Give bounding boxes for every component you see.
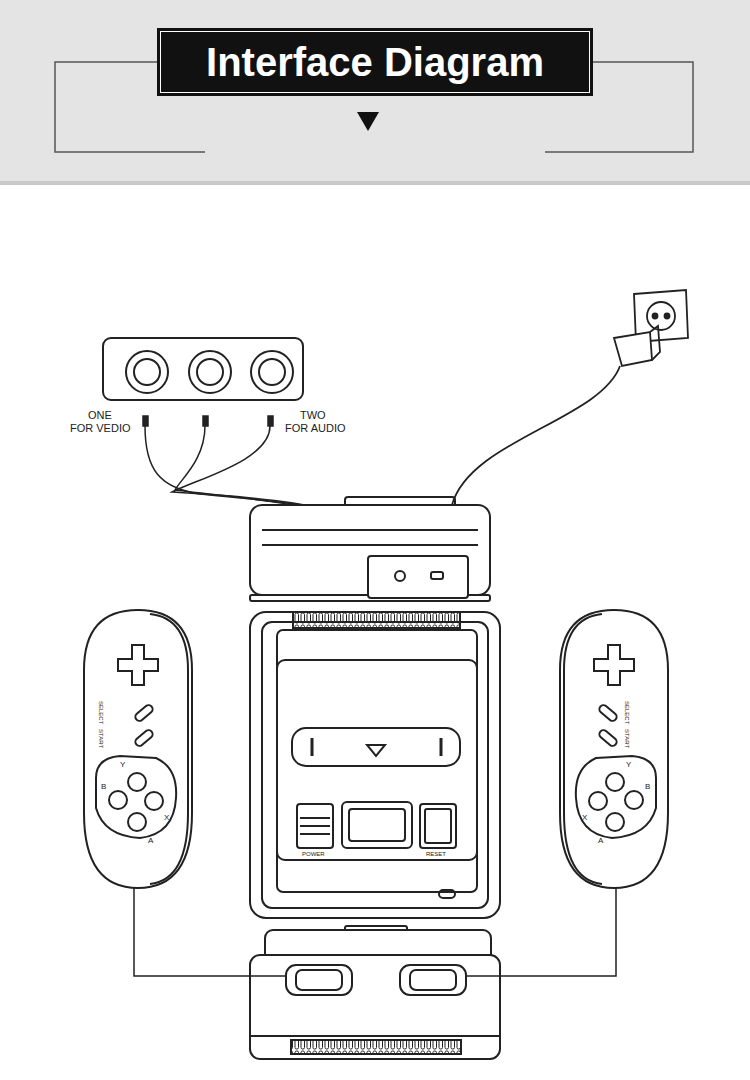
jack-label: FOR AUDIO (285, 423, 346, 434)
console-back-view (250, 497, 490, 601)
controller-outline (556, 608, 672, 890)
jack-label: FOR VEDIO (70, 423, 131, 434)
button-letter: Y (120, 761, 125, 769)
button-label: START (98, 729, 104, 748)
button-letter: A (148, 837, 153, 845)
button-label: START (624, 729, 630, 748)
game-controller: SELECT START Y B X A (556, 608, 672, 890)
console-front-view (250, 926, 500, 1059)
button-letter: B (645, 783, 650, 791)
button-label: RESET (426, 851, 446, 857)
console-top-view (250, 612, 500, 918)
button-label: SELECT (98, 701, 104, 724)
button-letter: Y (626, 761, 631, 769)
connection-arrow (134, 868, 616, 976)
down-triangle (357, 112, 379, 131)
button-letter: X (582, 814, 587, 822)
av-jack-panel (103, 338, 303, 400)
jack-label: TWO (300, 410, 326, 421)
jack-label: ONE (88, 410, 112, 421)
button-label: POWER (302, 851, 325, 857)
button-label: SELECT (624, 701, 630, 724)
header-band (0, 0, 750, 183)
game-controller: SELECT START Y B X A (80, 608, 196, 890)
title: Interface Diagram (206, 42, 544, 82)
button-letter: A (598, 837, 603, 845)
controller-outline (80, 608, 196, 890)
button-letter: X (164, 814, 169, 822)
button-letter: B (101, 783, 106, 791)
title-box: Interface Diagram (157, 28, 593, 96)
